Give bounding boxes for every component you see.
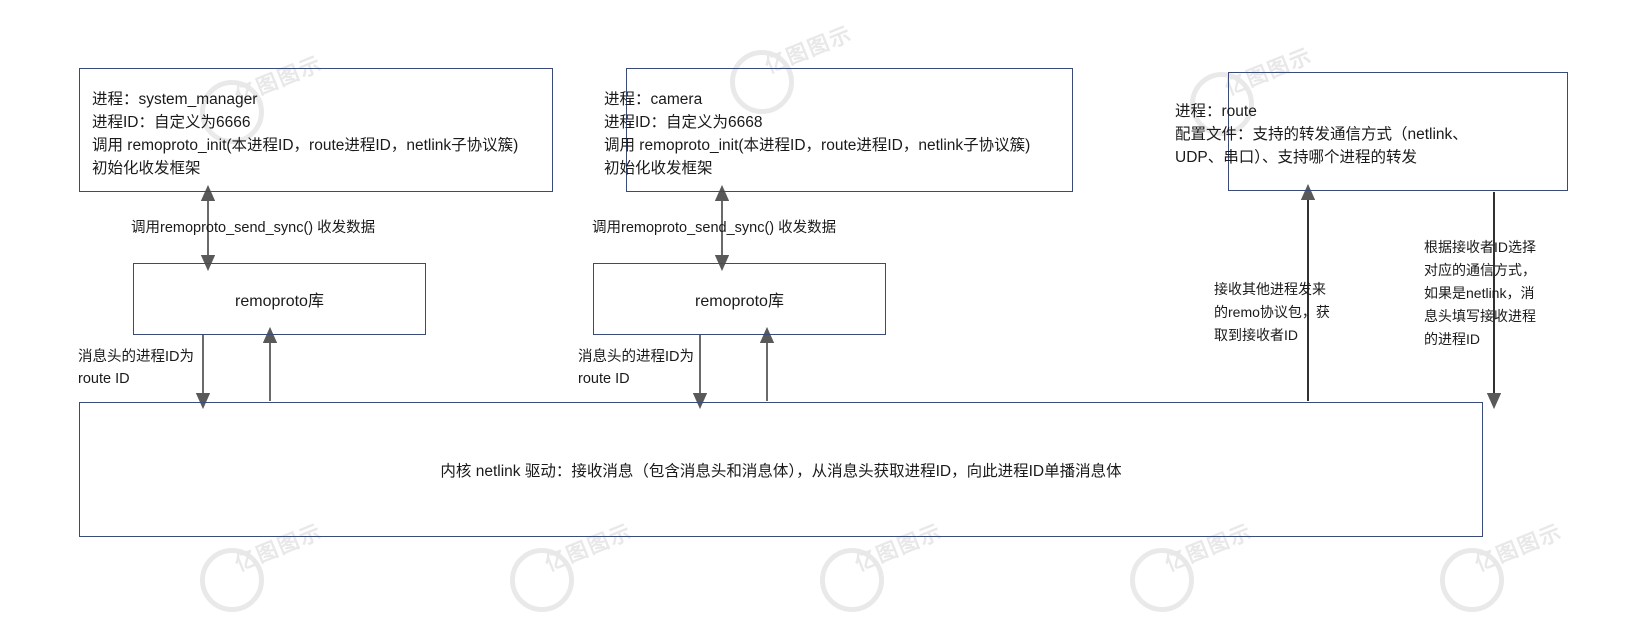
- label-recv-remo-line1: 接收其他进程发来: [1214, 281, 1326, 297]
- system-manager-process-line3: 调用 remoproto_init(本进程ID，route进程ID，netlin…: [92, 137, 519, 154]
- watermark-text: 亿图图示: [1471, 519, 1566, 576]
- camera-process-line1: 进程：camera: [604, 91, 703, 108]
- label-select-comm-line2: 对应的通信方式，: [1424, 262, 1536, 278]
- label-select-comm-line3: 如果是netlink，消: [1424, 285, 1535, 301]
- kernel-netlink-driver-label: 内核 netlink 驱动：接收消息（包含消息头和消息体），从消息头获取进程ID…: [440, 462, 1122, 480]
- label-msghdr-mid-line1: 消息头的进程ID为: [578, 349, 694, 365]
- label-recv-remo-line3: 取到接收者ID: [1214, 327, 1298, 343]
- route-process-line3: UDP、串口）、支持哪个进程的转发: [1175, 149, 1417, 166]
- label-msghdr-left-line2: route ID: [78, 371, 130, 387]
- camera-process-line4: 初始化收发框架: [604, 160, 713, 177]
- route-process-line1: 进程：route: [1175, 103, 1257, 120]
- system-manager-process-line1: 进程：system_manager: [92, 91, 258, 108]
- label-select-comm-line1: 根据接收者ID选择: [1424, 239, 1536, 255]
- node-remoproto-lib-left[interactable]: [133, 263, 426, 335]
- node-camera-process[interactable]: [626, 68, 1073, 192]
- route-process-line2: 配置文件：支持的转发通信方式（netlink、: [1175, 126, 1468, 143]
- label-msghdr-mid-line2: route ID: [578, 371, 630, 387]
- node-system-manager-process[interactable]: [79, 68, 553, 192]
- label-select-comm-line4: 息头填写接收进程: [1424, 308, 1536, 324]
- system-manager-process-line2: 进程ID：自定义为6666: [92, 114, 251, 131]
- remoproto-lib-mid-label: remoproto库: [695, 293, 784, 310]
- system-manager-process-line4: 初始化收发框架: [92, 160, 201, 177]
- node-remoproto-lib-mid[interactable]: [593, 263, 886, 335]
- camera-process-line3: 调用 remoproto_init(本进程ID，route进程ID，netlin…: [604, 137, 1031, 154]
- label-recv-remo-line2: 的remo协议包，获: [1214, 304, 1330, 320]
- label-msghdr-left-line1: 消息头的进程ID为: [78, 349, 194, 365]
- node-route-process[interactable]: [1228, 72, 1568, 191]
- label-send-sync-left: 调用remoproto_send_sync() 收发数据: [131, 220, 376, 236]
- node-kernel-netlink-driver[interactable]: [79, 402, 1483, 537]
- label-send-sync-mid: 调用remoproto_send_sync() 收发数据: [592, 220, 837, 236]
- label-select-comm-line5: 的进程ID: [1424, 331, 1480, 347]
- remoproto-lib-left-label: remoproto库: [235, 293, 324, 310]
- camera-process-line2: 进程ID：自定义为6668: [604, 114, 763, 131]
